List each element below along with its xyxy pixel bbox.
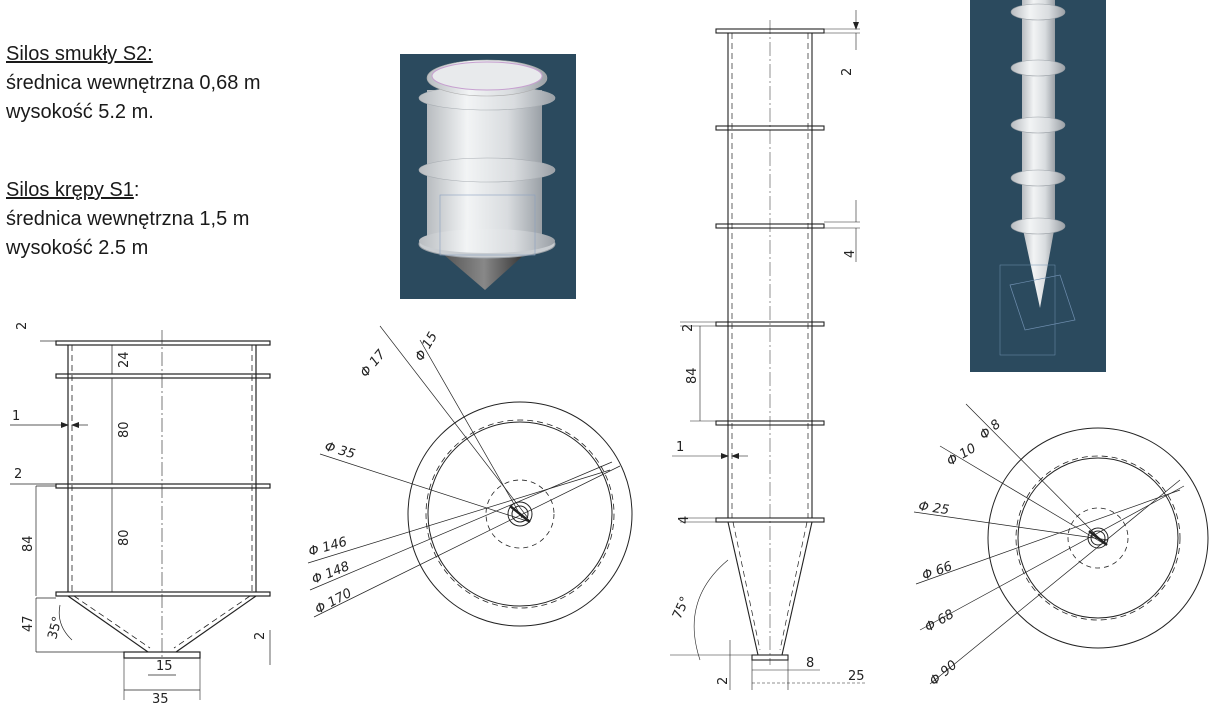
s1-dim-section-height: 84 xyxy=(21,535,36,552)
s1-render xyxy=(400,54,576,299)
s1-side-drawing xyxy=(10,330,271,700)
s1-title-suffix: : xyxy=(133,179,140,201)
s1-dim-cone-angle: 35° xyxy=(45,615,65,641)
s2-dim-phi10: Φ 10 xyxy=(945,441,979,469)
s1-dim-top-gap: 24 xyxy=(117,351,132,368)
s2-dim-flange-mid: 2 xyxy=(681,324,696,332)
s1-side-dimension-labels: 2 24 1 80 2 84 80 47 35° 2 15 35 xyxy=(12,322,268,707)
s2-dim-ring-gap: 4 xyxy=(843,250,858,258)
s1-dim-outlet-inner: 15 xyxy=(156,659,173,674)
s1-dim-upper-section: 80 xyxy=(117,421,132,438)
s1-title: Silos krępy S1 xyxy=(6,179,134,201)
s1-dim-phi146: Φ 146 xyxy=(307,535,349,560)
s2-diameter: średnica wewnętrzna 0,68 m xyxy=(6,72,261,94)
s1-dim-phi17: Φ 17 xyxy=(358,347,390,381)
s2-dim-flange-low: 4 xyxy=(677,516,692,524)
s1-description: Silos krępy S1: średnica wewnętrzna 1,5 … xyxy=(6,176,249,263)
s2-dim-outlet-flange: 2 xyxy=(716,677,731,685)
s2-side-drawing xyxy=(670,10,865,690)
s1-dim-flange-mid: 2 xyxy=(14,467,22,482)
s1-dim-flange: 2 xyxy=(15,322,30,330)
s2-dim-flange-top: 2 xyxy=(840,68,855,76)
s2-description: Silos smukły S2: średnica wewnętrzna 0,6… xyxy=(6,40,261,127)
s2-dim-phi25: Φ 25 xyxy=(917,499,950,518)
s1-top-drawing xyxy=(307,325,633,627)
s1-dim-phi148: Φ 148 xyxy=(310,559,352,588)
s1-dim-wall: 1 xyxy=(12,409,20,424)
s2-top-dimension-labels: Φ 8 Φ 10 Φ 25 Φ 66 Φ 68 Φ 90 xyxy=(917,417,1003,689)
s2-height: wysokość 5.2 m. xyxy=(6,101,154,123)
s1-diameter: średnica wewnętrzna 1,5 m xyxy=(6,208,250,230)
s2-dim-phi90: Φ 90 xyxy=(927,658,960,689)
s2-top-drawing xyxy=(913,403,1209,685)
s2-dim-phi8: Φ 8 xyxy=(977,417,1004,443)
s1-height: wysokość 2.5 m xyxy=(6,237,149,259)
s1-dim-outlet-flange: 2 xyxy=(253,632,268,640)
s2-title: Silos smukły S2: xyxy=(6,43,153,65)
s2-dim-phi66: Φ 66 xyxy=(920,559,954,584)
s2-dim-wall: 1 xyxy=(676,440,684,455)
s1-dim-phi15: Φ 15 xyxy=(412,330,440,364)
s2-dim-outlet: 8 xyxy=(806,656,814,671)
s2-dim-cone-angle: 75° xyxy=(670,594,693,621)
s2-render xyxy=(970,0,1106,372)
s1-dim-cone-height: 47 xyxy=(21,615,36,632)
s1-dim-phi170: Φ 170 xyxy=(313,586,355,618)
s1-top-dimension-labels: Φ 17 Φ 15 Φ 35 Φ 146 Φ 148 Φ 170 xyxy=(307,330,441,618)
s1-dim-lower-section: 80 xyxy=(117,529,132,546)
s1-dim-outlet-outer: 35 xyxy=(152,692,169,707)
s2-dim-outlet-outer: 25 xyxy=(848,669,865,684)
s2-side-dimension-labels: 2 4 2 84 1 4 75° 8 2 25 xyxy=(670,68,865,685)
s2-dim-section: 84 xyxy=(685,367,700,384)
s2-dim-phi68: Φ 68 xyxy=(923,607,957,635)
s1-dim-phi35: Φ 35 xyxy=(323,439,357,462)
